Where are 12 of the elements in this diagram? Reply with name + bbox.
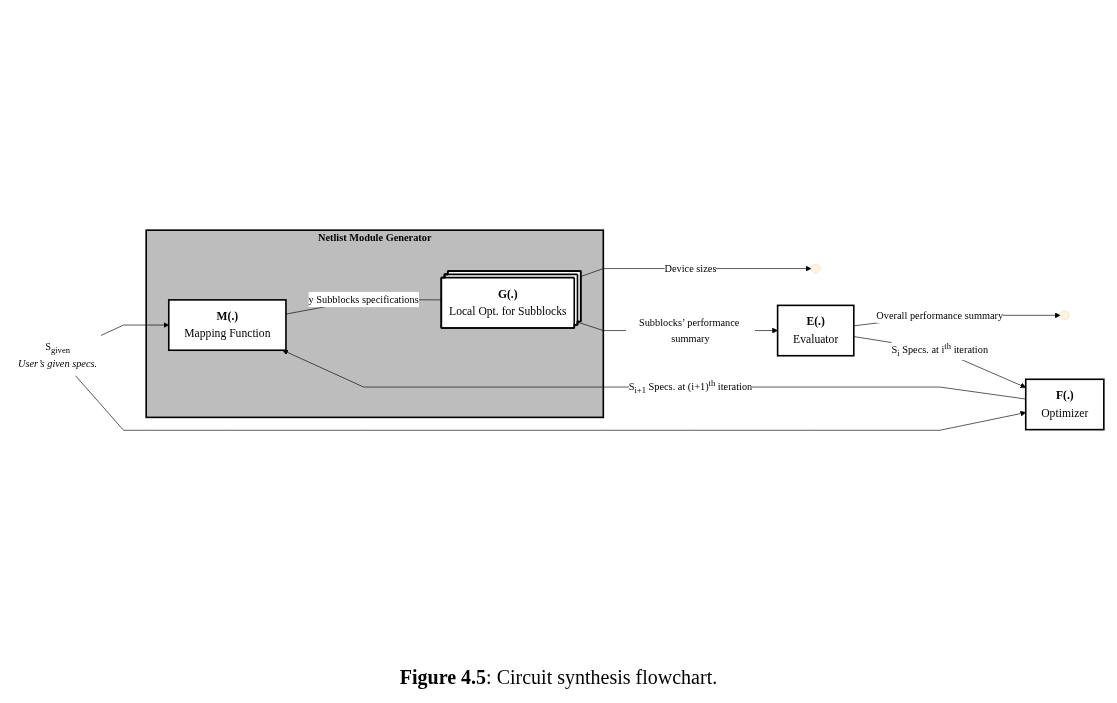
node-text: S$_{given}$ [44, 340, 70, 355]
node-label: User’s given specs. [17, 358, 97, 370]
edge-label: Device sizes [664, 262, 716, 274]
node-box: F(.) Optimizer [1024, 378, 1105, 431]
edge-label: Subblocks’ performance summary [638, 316, 739, 344]
node-box: M(.) Mapping Function [167, 298, 287, 351]
edge-label: S$_{i}$ Specs. at i$^{th}$ iteration [890, 341, 988, 358]
edge-label: y Subblocks specifications [308, 293, 419, 305]
edge-label: Overall performance summary [875, 309, 1003, 321]
edge-label: S$_{i+1}$ Specs. at (i+1)$^{th}$ iteration [628, 378, 752, 395]
node-box: E(.) Evaluator [776, 304, 855, 357]
figure-caption: Figure 4.5: Circuit synthesis flowchart. [399, 666, 718, 689]
